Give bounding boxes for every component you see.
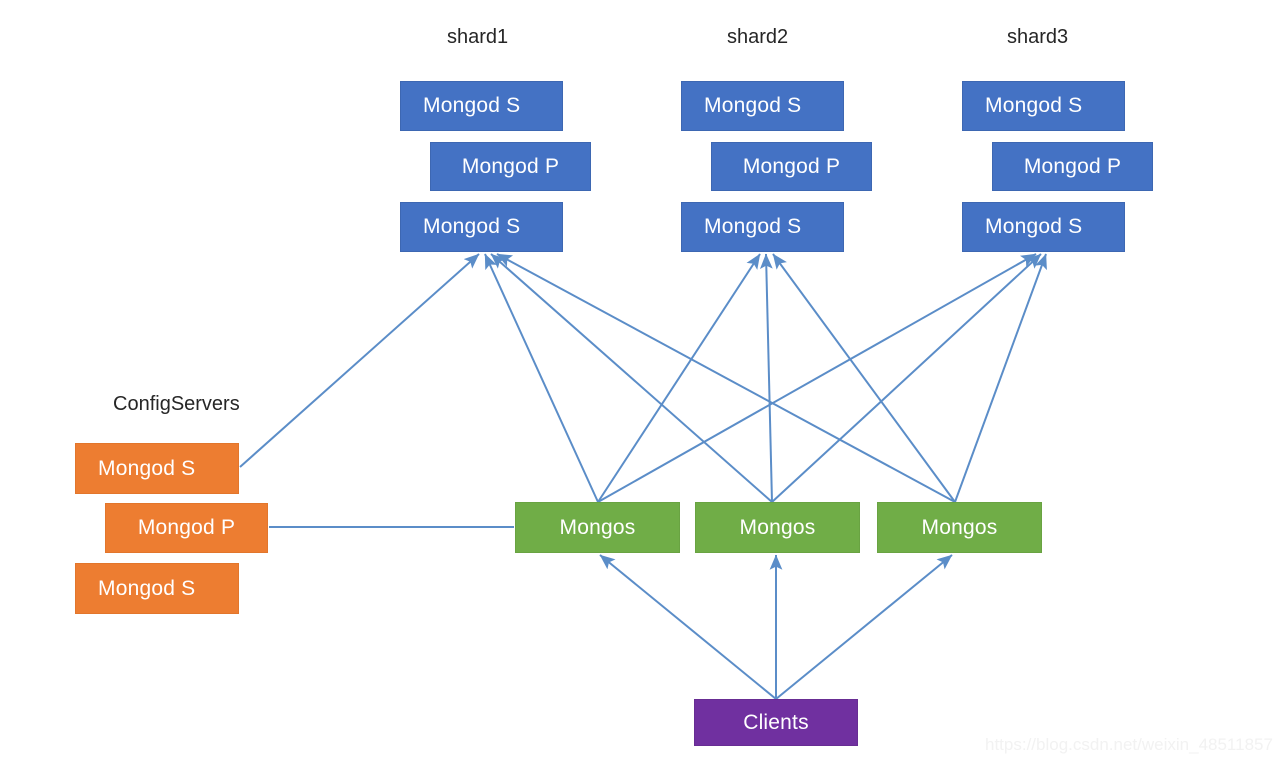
node-shard3-p[interactable]: Mongod P: [992, 142, 1153, 191]
node-shard2-s-bot[interactable]: Mongod S: [681, 202, 844, 252]
node-label: Mongod S: [985, 215, 1083, 238]
node-clients[interactable]: Clients: [694, 699, 858, 746]
node-shard1-s-bot[interactable]: Mongod S: [400, 202, 563, 252]
node-label: Mongod P: [742, 154, 841, 178]
node-label: Mongod S: [423, 215, 521, 238]
edge-mongos1-to-shard3: [597, 253, 1037, 503]
edge-config-to-shard1: [239, 253, 480, 468]
node-shard1-s-top[interactable]: Mongod S: [400, 81, 563, 131]
edge-mongos2-to-shard2: [759, 253, 773, 503]
node-label: Mongod P: [461, 154, 560, 178]
node-shard3-s-top[interactable]: Mongod S: [962, 81, 1125, 131]
node-mongos-1[interactable]: Mongos: [515, 502, 680, 553]
node-shard2-s-top[interactable]: Mongod S: [681, 81, 844, 131]
node-label: Mongod P: [1023, 154, 1122, 178]
group-label-shard1: shard1: [447, 26, 509, 48]
group-label-shard2: shard2: [727, 26, 789, 48]
node-label: Mongod S: [985, 94, 1083, 117]
node-config-p[interactable]: Mongod P: [105, 503, 268, 553]
node-shard3-s-bot[interactable]: Mongod S: [962, 202, 1125, 252]
edge-clients-to-mongos1: [599, 554, 777, 700]
node-label: Mongod P: [137, 516, 236, 539]
node-label: Mongos: [739, 515, 816, 539]
node-mongos-2[interactable]: Mongos: [695, 502, 860, 553]
edge-clients-to-mongos3: [775, 554, 953, 700]
watermark-text: https://blog.csdn.net/weixin_48511857: [985, 735, 1273, 754]
node-label: Mongod S: [423, 94, 521, 117]
edge-mongos3-to-shard1: [496, 253, 956, 503]
node-shard1-p[interactable]: Mongod P: [430, 142, 591, 191]
node-config-s-top[interactable]: Mongod S: [75, 443, 239, 494]
edge-mongos1-to-shard2: [597, 253, 761, 503]
node-label: Mongod S: [98, 456, 196, 480]
node-mongos-3[interactable]: Mongos: [877, 502, 1042, 553]
node-shard2-p[interactable]: Mongod P: [711, 142, 872, 191]
node-label: Mongod S: [98, 576, 196, 600]
node-label: Mongos: [559, 515, 636, 539]
node-config-s-bot[interactable]: Mongod S: [75, 563, 239, 614]
edge-mongos3-to-shard3: [954, 253, 1047, 503]
node-label: Mongod S: [704, 94, 802, 117]
edge-mongos2-to-shard3: [771, 253, 1042, 503]
group-label-shard3: shard3: [1007, 26, 1069, 48]
group-label-configservers: ConfigServers: [113, 393, 240, 415]
node-label: Mongod S: [704, 215, 802, 238]
edge-mongos3-to-shard2: [772, 253, 956, 503]
edge-mongos1-to-shard1: [484, 253, 599, 503]
edge-mongos2-to-shard1: [490, 253, 773, 503]
node-label: Clients: [743, 710, 809, 734]
node-label: Mongos: [921, 515, 998, 539]
